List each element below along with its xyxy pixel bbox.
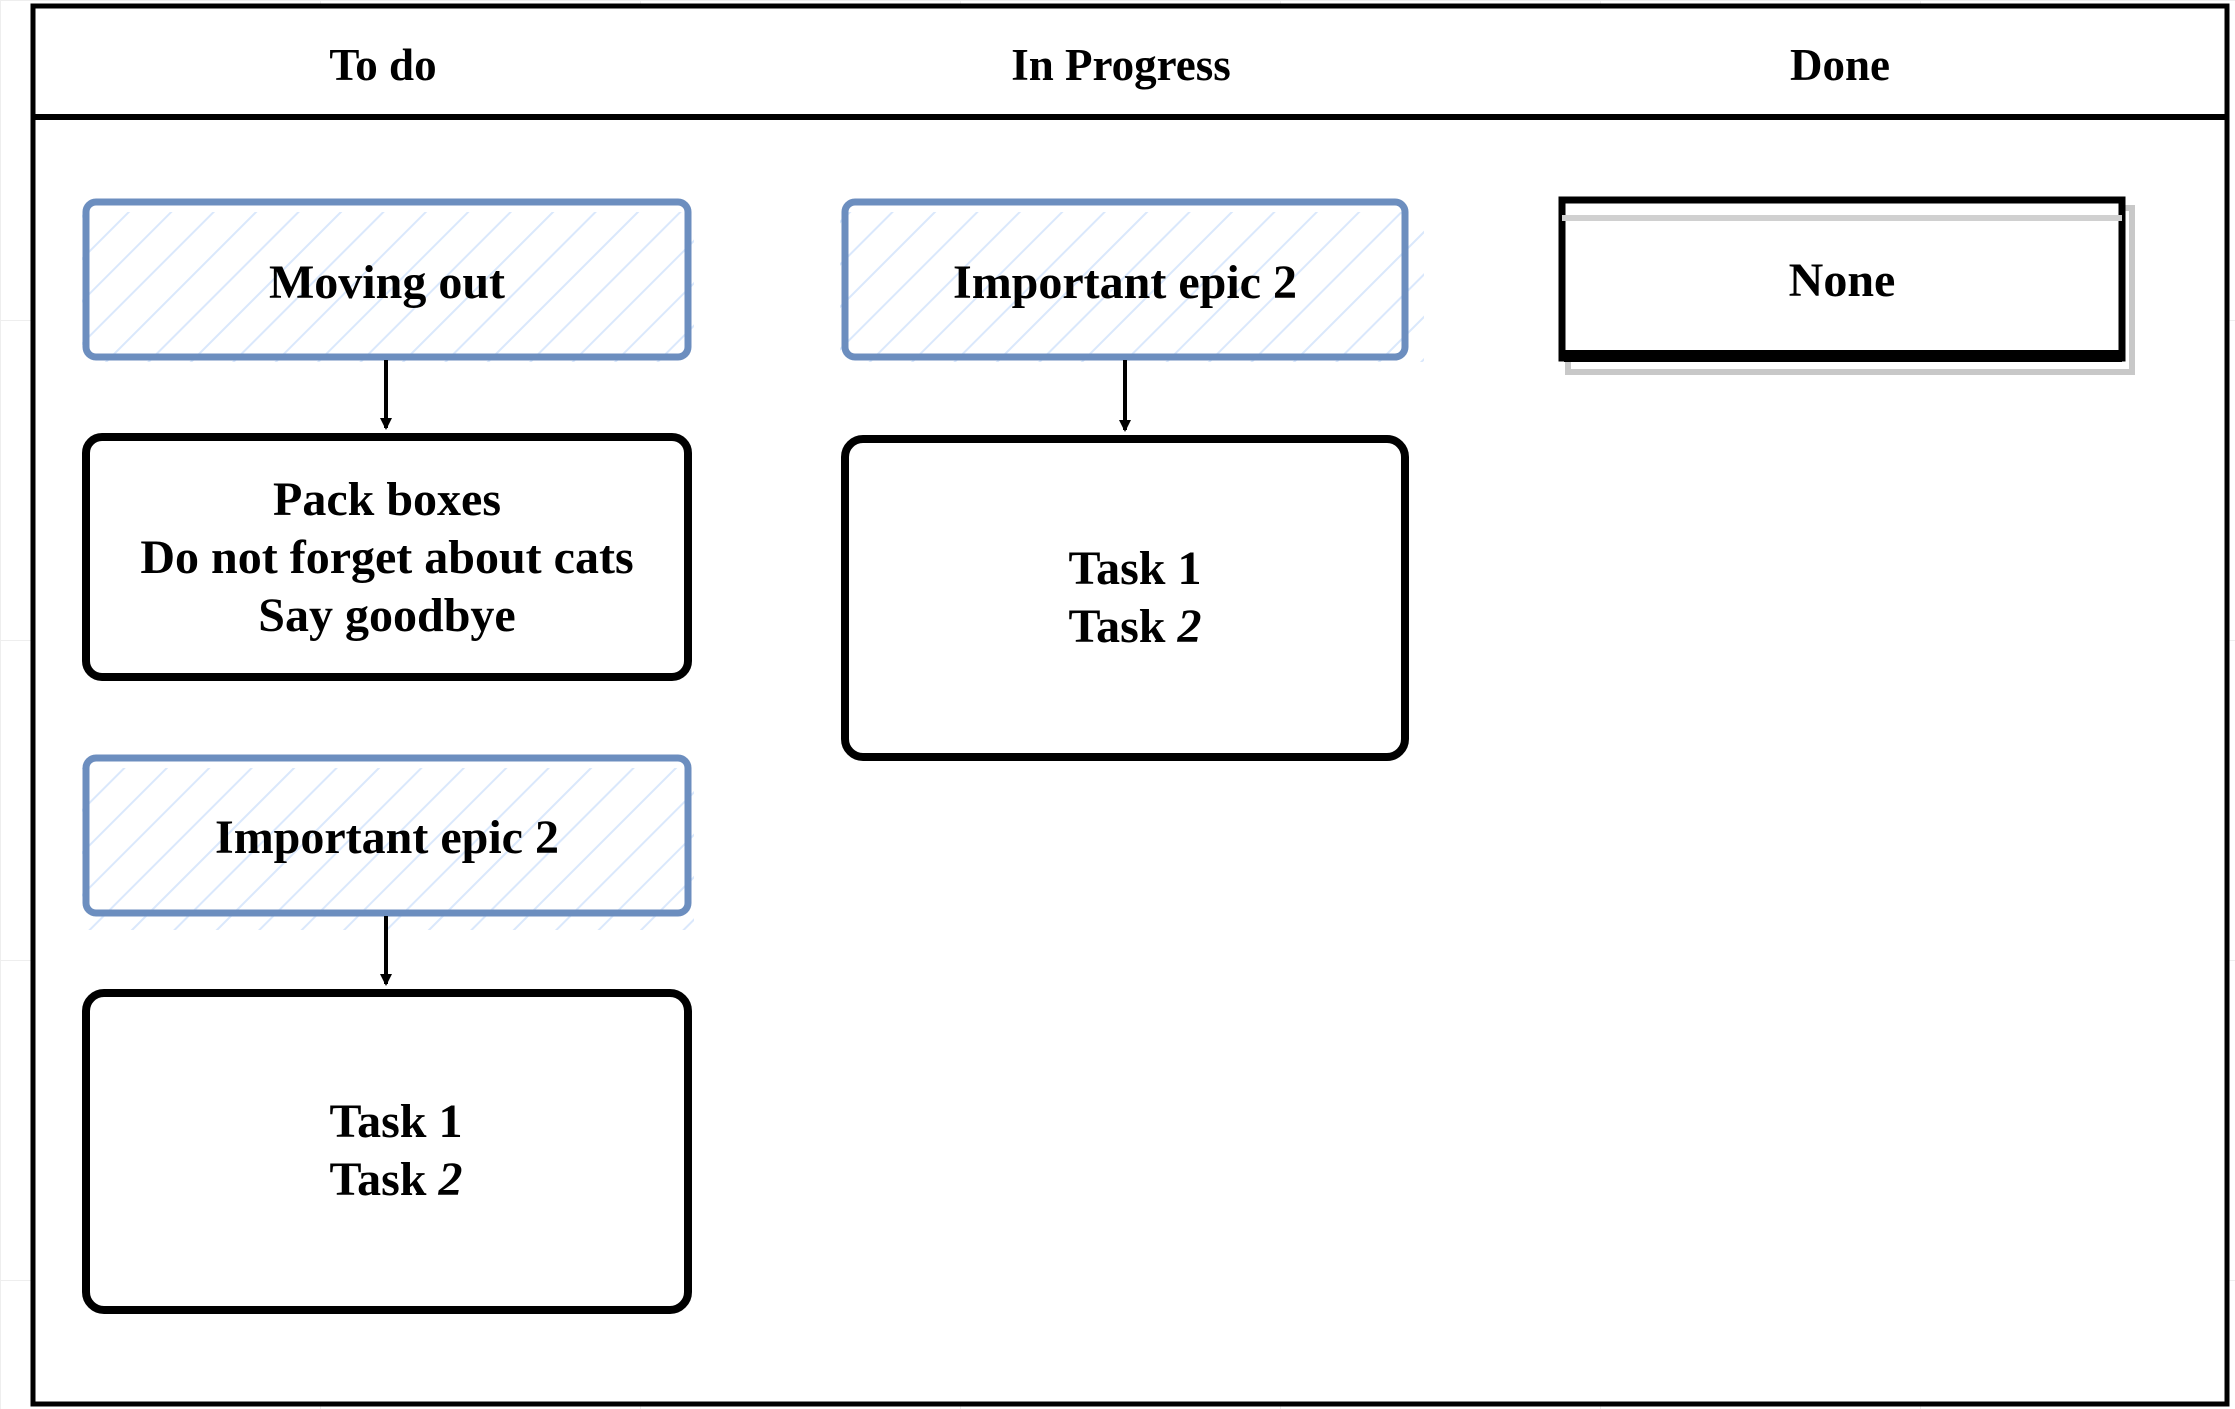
task-line: Task 2 <box>330 1151 463 1209</box>
task-line: Do not forget about cats <box>140 530 634 584</box>
task-word: Task <box>329 1153 427 1206</box>
column-header-in-progress: In Progress <box>1011 40 1231 90</box>
task-number: 2 <box>438 1153 463 1206</box>
task-line: Task 1 <box>329 1095 463 1148</box>
todo-epic-moving-out-shape[interactable] <box>82 198 694 362</box>
task-word: Task <box>1068 600 1166 653</box>
todo-task-card-2-text: Task 1 Task 2 <box>86 995 706 1307</box>
inprogress-epic-label: Important epic 2 <box>953 255 1297 309</box>
todo-task-card-2[interactable] <box>82 989 692 1314</box>
task-line: Task 2 <box>1069 598 1202 656</box>
task-line: Pack boxes <box>273 472 501 526</box>
todo-epic-important-2-shape[interactable] <box>82 754 694 930</box>
todo-task-card-1[interactable] <box>82 433 692 681</box>
todo-task-card-1-text: Pack boxes Do not forget about cats Say … <box>86 440 688 675</box>
done-card-shape[interactable] <box>1558 196 2135 375</box>
task-number: 2 <box>1177 600 1202 653</box>
inprogress-task-card[interactable] <box>841 435 1409 761</box>
inprogress-epic-shape[interactable] <box>840 198 1424 362</box>
done-card-label: None <box>1788 253 1896 307</box>
task-line: Say goodbye <box>258 588 516 642</box>
column-header-todo: To do <box>329 40 437 90</box>
task-line: Task 1 <box>1068 542 1202 595</box>
inprogress-task-card-text: Task 1 Task 2 <box>845 442 1425 754</box>
todo-epic-moving-out-label: Moving out <box>268 255 505 309</box>
todo-epic-important-2-label: Important epic 2 <box>215 810 559 864</box>
column-header-done: Done <box>1790 40 1890 90</box>
